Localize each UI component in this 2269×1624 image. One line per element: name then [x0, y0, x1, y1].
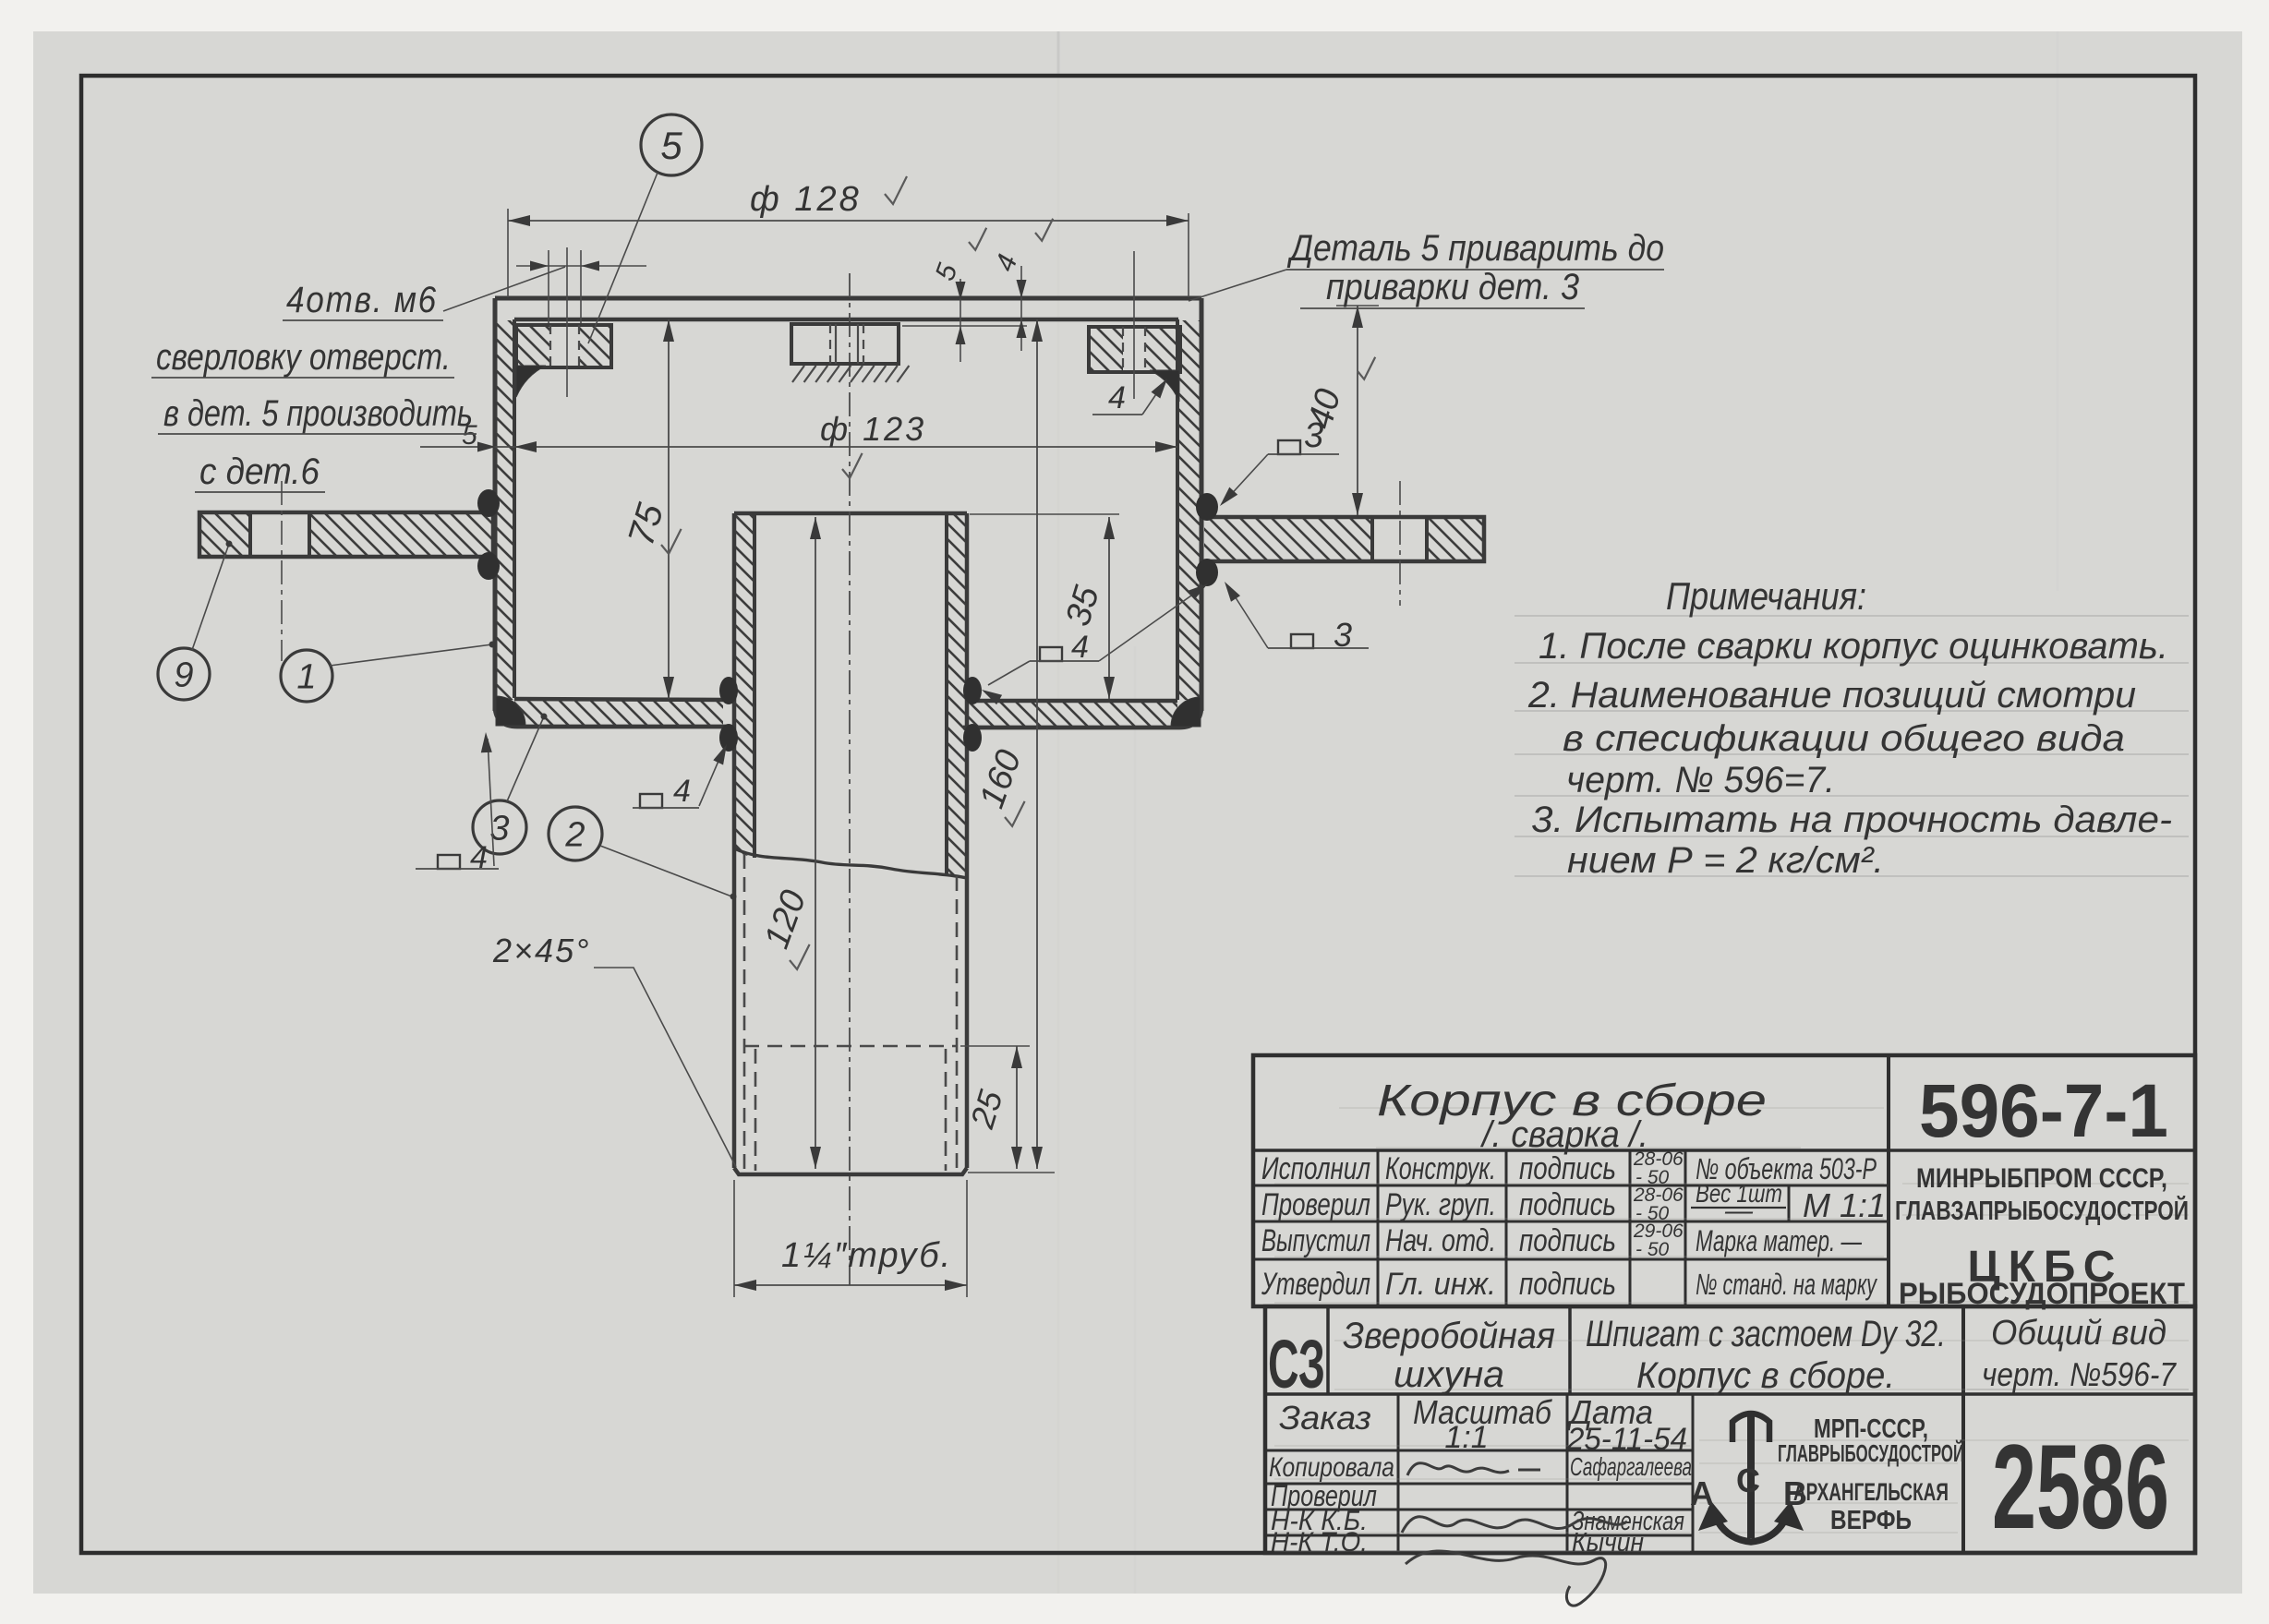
svg-text:сверловку отверст.: сверловку отверст. [156, 337, 451, 378]
svg-text:ГЛАВЗАПРЫБОСУДОСТРОЙ: ГЛАВЗАПРЫБОСУДОСТРОЙ [1895, 1195, 2189, 1226]
svg-text:25-11-54: 25-11-54 [1566, 1422, 1687, 1457]
svg-text:28-06: 28-06 [1633, 1149, 1684, 1170]
svg-text:приварки дет. 3: приварки дет. 3 [1326, 267, 1579, 307]
svg-text:МИНРЫБПРОМ СССР,: МИНРЫБПРОМ СССР, [1916, 1163, 2167, 1194]
svg-text:—: — [1724, 1196, 1754, 1226]
svg-text:Исполнил: Исполнил [1261, 1151, 1370, 1186]
svg-text:подпись: подпись [1519, 1267, 1616, 1302]
svg-text:2×45°: 2×45° [492, 932, 590, 969]
svg-text:Корпус в сборе.: Корпус в сборе. [1636, 1355, 1895, 1396]
svg-text:Проверил: Проверил [1271, 1479, 1377, 1512]
svg-text:29-06: 29-06 [1633, 1221, 1684, 1242]
svg-text:2: 2 [564, 816, 585, 855]
svg-text:ГЛАВРЫБОСУДОСТРОЙ: ГЛАВРЫБОСУДОСТРОЙ [1778, 1439, 1964, 1467]
svg-text:1. После сварки корпус оцинко: 1. После сварки корпус оцинковать. [1539, 626, 2168, 667]
svg-text:Корпус в сборе: Корпус в сборе [1377, 1077, 1767, 1125]
svg-text:4: 4 [1071, 630, 1089, 665]
svg-text:СЗ: СЗ [1268, 1326, 1325, 1402]
svg-text:Гл. инж.: Гл. инж. [1385, 1267, 1496, 1302]
svg-text:Выпустил: Выпустил [1261, 1223, 1370, 1258]
svg-text:4: 4 [673, 774, 691, 809]
svg-text:5: 5 [660, 124, 682, 167]
svg-text:Сафаргалеева: Сафаргалеева [1570, 1452, 1692, 1481]
svg-text:АРХАНГЕЛЬСКАЯ: АРХАНГЕЛЬСКАЯ [1793, 1478, 1949, 1506]
svg-text:Копировала: Копировала [1269, 1452, 1394, 1483]
svg-text:2586: 2586 [1992, 1419, 2169, 1554]
svg-text:9: 9 [174, 656, 193, 695]
svg-text:с дет.6: с дет.6 [199, 451, 320, 492]
svg-text:Конструк.: Конструк. [1385, 1151, 1496, 1186]
svg-text:Знаменская: Знаменская [1572, 1507, 1684, 1536]
svg-text:Рук. груп.: Рук. груп. [1385, 1187, 1496, 1222]
svg-text:4отв. м6: 4отв. м6 [286, 280, 438, 320]
svg-text:Н-К К.Б.: Н-К К.Б. [1271, 1506, 1368, 1536]
svg-text:Заказ: Заказ [1279, 1399, 1371, 1437]
svg-text:М 1:1: М 1:1 [1803, 1186, 1886, 1224]
svg-text:шхуна: шхуна [1394, 1354, 1504, 1395]
svg-text:Нач. отд.: Нач. отд. [1385, 1223, 1496, 1258]
svg-text:С: С [1736, 1462, 1760, 1499]
svg-text:4: 4 [1108, 380, 1126, 415]
svg-text:3: 3 [1334, 616, 1352, 654]
svg-text:ф 128: ф 128 [750, 180, 862, 219]
svg-text:Марка матер. —: Марка матер. — [1696, 1224, 1863, 1257]
svg-text:Н-К Т.О.: Н-К Т.О. [1271, 1527, 1368, 1558]
svg-text:Шпигат с застоем Dу 32.: Шпигат с застоем Dу 32. [1586, 1314, 1946, 1354]
svg-text:черт. №596-7: черт. №596-7 [1982, 1355, 2178, 1393]
svg-text:2. Наименование позиций смот: 2. Наименование позиций смотри [1527, 675, 2136, 716]
svg-text:Утвердил: Утвердил [1261, 1267, 1370, 1302]
svg-text:подпись: подпись [1519, 1151, 1616, 1186]
svg-text:Масштаб: Масштаб [1413, 1393, 1553, 1431]
svg-text:ф 123: ф 123 [820, 410, 926, 448]
svg-text:596-7-1: 596-7-1 [1919, 1069, 2168, 1153]
svg-text:- 50: - 50 [1635, 1203, 1670, 1224]
svg-text:в дет. 5 производить: в дет. 5 производить [163, 393, 473, 434]
svg-text:- 50: - 50 [1635, 1239, 1670, 1260]
svg-text:МРП-СССР,: МРП-СССР, [1814, 1414, 1928, 1444]
svg-text:Примечания:: Примечания: [1666, 574, 1866, 618]
svg-text:Кычин: Кычин [1572, 1528, 1644, 1558]
svg-text:А: А [1690, 1474, 1714, 1512]
svg-text:в спесификации общего вида: в спесификации общего вида [1563, 718, 2125, 759]
svg-text:черт. № 596=7.: черт. № 596=7. [1566, 760, 1835, 800]
svg-text:1¼″труб.: 1¼″труб. [781, 1236, 952, 1275]
svg-text:ВЕРФЬ: ВЕРФЬ [1830, 1506, 1912, 1535]
svg-text:5: 5 [462, 420, 477, 451]
svg-text:Деталь 5 приварить до: Деталь 5 приварить до [1286, 228, 1664, 269]
svg-text:подпись: подпись [1519, 1187, 1616, 1222]
svg-text:1:1: 1:1 [1444, 1420, 1488, 1455]
svg-text:28-06: 28-06 [1633, 1185, 1684, 1206]
svg-text:Общий вид: Общий вид [1991, 1314, 2166, 1353]
svg-text:/. сварка /.: /. сварка /. [1479, 1114, 1648, 1155]
svg-text:Вес 1шт: Вес 1шт [1696, 1179, 1782, 1208]
svg-text:нием Р = 2 кг/см².: нием Р = 2 кг/см². [1567, 840, 1884, 881]
svg-text:4: 4 [470, 840, 488, 875]
svg-text:ЦКБС: ЦКБС [1968, 1243, 2124, 1292]
svg-text:РЫБОСУДОПРОЕКТ: РЫБОСУДОПРОЕКТ [1899, 1277, 2185, 1310]
svg-text:- 50: - 50 [1635, 1167, 1670, 1188]
svg-text:№ станд. на марку: № станд. на марку [1696, 1268, 1877, 1301]
svg-text:Зверобойная: Зверобойная [1343, 1316, 1555, 1356]
svg-text:1: 1 [296, 658, 316, 697]
svg-text:3: 3 [489, 810, 509, 848]
svg-text:В: В [1783, 1474, 1807, 1512]
svg-text:Дата: Дата [1566, 1393, 1653, 1431]
svg-text:3. Испытать на прочность да: 3. Испытать на прочность давле- [1531, 800, 2172, 840]
svg-text:№ объекта 503-Р: № объекта 503-Р [1696, 1152, 1877, 1185]
svg-text:Проверил: Проверил [1261, 1187, 1370, 1222]
svg-text:3: 3 [1304, 416, 1323, 455]
svg-text:подпись: подпись [1519, 1223, 1616, 1258]
